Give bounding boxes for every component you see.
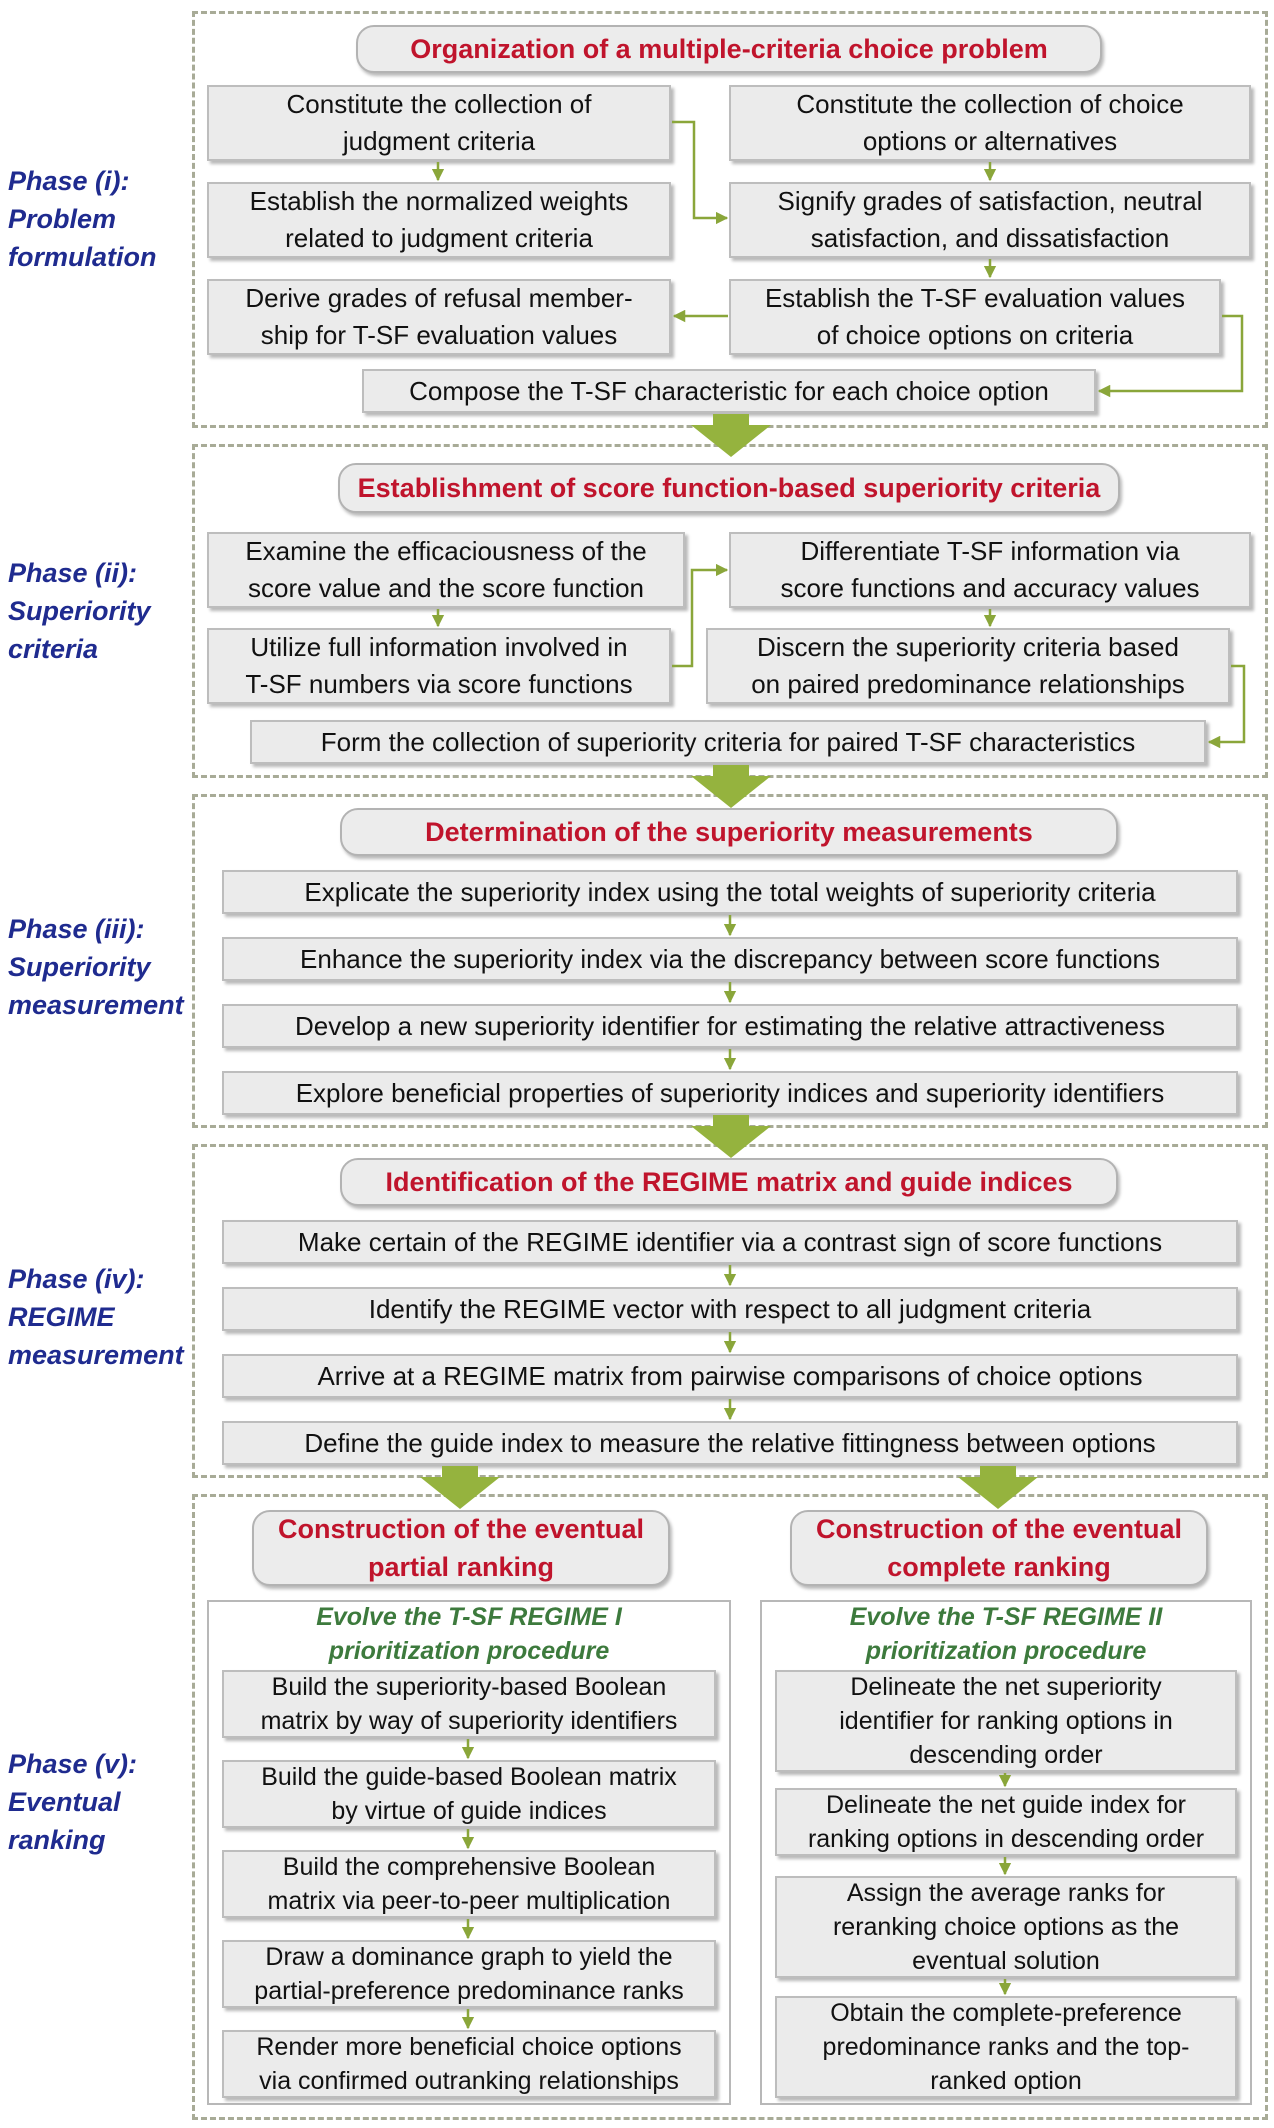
phase-2-box-collection: Form the collection of superiority crite…	[250, 720, 1206, 764]
phase-2-label: Phase (ii): Superiority criteria	[8, 558, 151, 664]
phase-4-label: Phase (iv): REGIME measurement	[8, 1264, 184, 1370]
phase-4-box-2: Identify the REGIME vector with respect …	[222, 1287, 1238, 1331]
phase-3-box-1: Explicate the superiority index using th…	[222, 870, 1238, 914]
phase-5-right-subtitle: Evolve the T-SF REGIME II prioritization…	[849, 1603, 1163, 1665]
phase-4-box-3: Arrive at a REGIME matrix from pairwise …	[222, 1354, 1238, 1398]
phase-3-box-4: Explore beneficial properties of superio…	[222, 1071, 1238, 1115]
phase-3-box-2: Enhance the superiority index via the di…	[222, 937, 1238, 981]
phase-3-label: Phase (iii): Superiority measurement	[8, 914, 184, 1020]
phase-3-title: Determination of the superiority measure…	[340, 808, 1118, 856]
phase-2-title: Establishment of score function-based su…	[338, 463, 1120, 513]
phase-1-box-refusal: Derive grades of refusal member-ship for…	[207, 279, 671, 355]
phase-5-frame	[192, 1494, 1268, 2120]
phase-4-title: Identification of the REGIME matrix and …	[340, 1158, 1118, 1206]
phase-4-box-1: Make certain of the REGIME identifier vi…	[222, 1220, 1238, 1264]
phase-1-box-characteristic: Compose the T-SF characteristic for each…	[362, 369, 1096, 413]
phase-4-box-4: Define the guide index to measure the re…	[222, 1421, 1238, 1465]
phase-5-left-subtitle: Evolve the T-SF REGIME I prioritization …	[316, 1603, 622, 1665]
phase-1-label: Phase (i): Problem formulation	[8, 166, 157, 272]
phase-5-label: Phase (v): Eventual ranking	[8, 1749, 138, 1855]
phase-3-box-3: Develop a new superiority identifier for…	[222, 1004, 1238, 1048]
phase-1-title: Organization of a multiple-criteria choi…	[356, 25, 1102, 73]
